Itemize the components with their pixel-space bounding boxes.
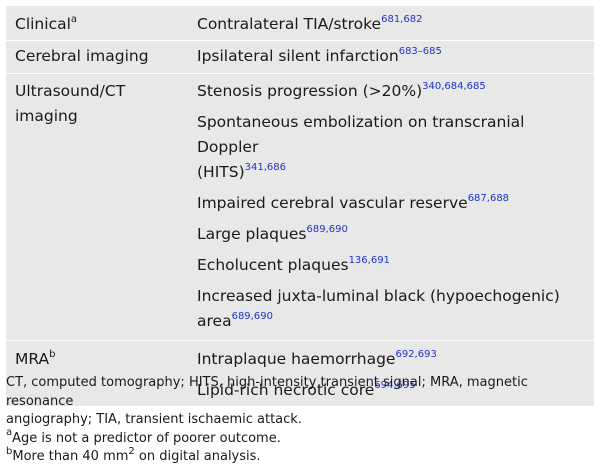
list-item: Increased juxta-luminal black (hypoechog… <box>197 287 560 330</box>
list-item: Ipsilateral silent infarction683–685 <box>197 45 442 65</box>
reference-link[interactable]: 683–685 <box>398 45 442 57</box>
abbreviations-note: CT, computed tomography; HITS, high-inte… <box>6 375 528 427</box>
row-label: MRAb <box>15 348 56 368</box>
table-row-mra: MRAb Intraplaque haemorrhage692,693 Lipi… <box>6 341 594 406</box>
row-label: Ultrasound/CT imaging <box>15 82 126 125</box>
row-content: Stenosis progression (>20%)340,684,685 S… <box>187 79 594 334</box>
table-footnotes: CT, computed tomography; HITS, high-inte… <box>6 374 596 467</box>
row-content: Ipsilateral silent infarction683–685 <box>187 44 594 69</box>
list-item: Echolucent plaques136,691 <box>197 254 390 274</box>
risk-factor-table: Clinicala Contralateral TIA/stroke681,68… <box>6 6 594 406</box>
reference-link[interactable]: 340,684,685 <box>422 80 486 92</box>
row-content: Contralateral TIA/stroke681,682 <box>187 12 594 37</box>
reference-link[interactable]: 341,686 <box>244 161 286 173</box>
reference-link[interactable]: 692,693 <box>395 348 437 360</box>
row-content: Intraplaque haemorrhage692,693 Lipid-ric… <box>187 347 594 403</box>
reference-link[interactable]: 689,690 <box>231 310 273 322</box>
list-item: Impaired cerebral vascular reserve687,68… <box>197 192 510 212</box>
list-item: Large plaques689,690 <box>197 223 348 243</box>
table-row-ultrasound-ct: Ultrasound/CT imaging Stenosis progressi… <box>6 74 594 341</box>
reference-link[interactable]: 687,688 <box>467 192 510 204</box>
footnote-a: aAge is not a predictor of poorer outcom… <box>6 427 281 446</box>
list-item: Contralateral TIA/stroke681,682 <box>197 13 423 33</box>
reference-link[interactable]: 689,690 <box>306 223 348 235</box>
row-label: Cerebral imaging <box>15 47 149 65</box>
row-label: Clinicala <box>15 13 78 33</box>
footnote-mark: b <box>49 348 56 360</box>
list-item: Lipid-rich necrotic core694,695 <box>197 379 416 399</box>
table-row-cerebral-imaging: Cerebral imaging Ipsilateral silent infa… <box>6 41 594 74</box>
reference-link[interactable]: 136,691 <box>348 254 390 266</box>
table-row-clinical: Clinicala Contralateral TIA/stroke681,68… <box>6 6 594 41</box>
footnote-mark: a <box>70 13 78 25</box>
reference-link[interactable]: 694,695 <box>374 379 416 391</box>
reference-link[interactable]: 681,682 <box>381 13 423 25</box>
list-item: Stenosis progression (>20%)340,684,685 <box>197 80 486 100</box>
footnote-b: bMore than 40 mm2 on digital analysis. <box>6 445 261 464</box>
list-item: Intraplaque haemorrhage692,693 <box>197 348 437 368</box>
list-item: Spontaneous embolization on transcranial… <box>197 113 525 181</box>
